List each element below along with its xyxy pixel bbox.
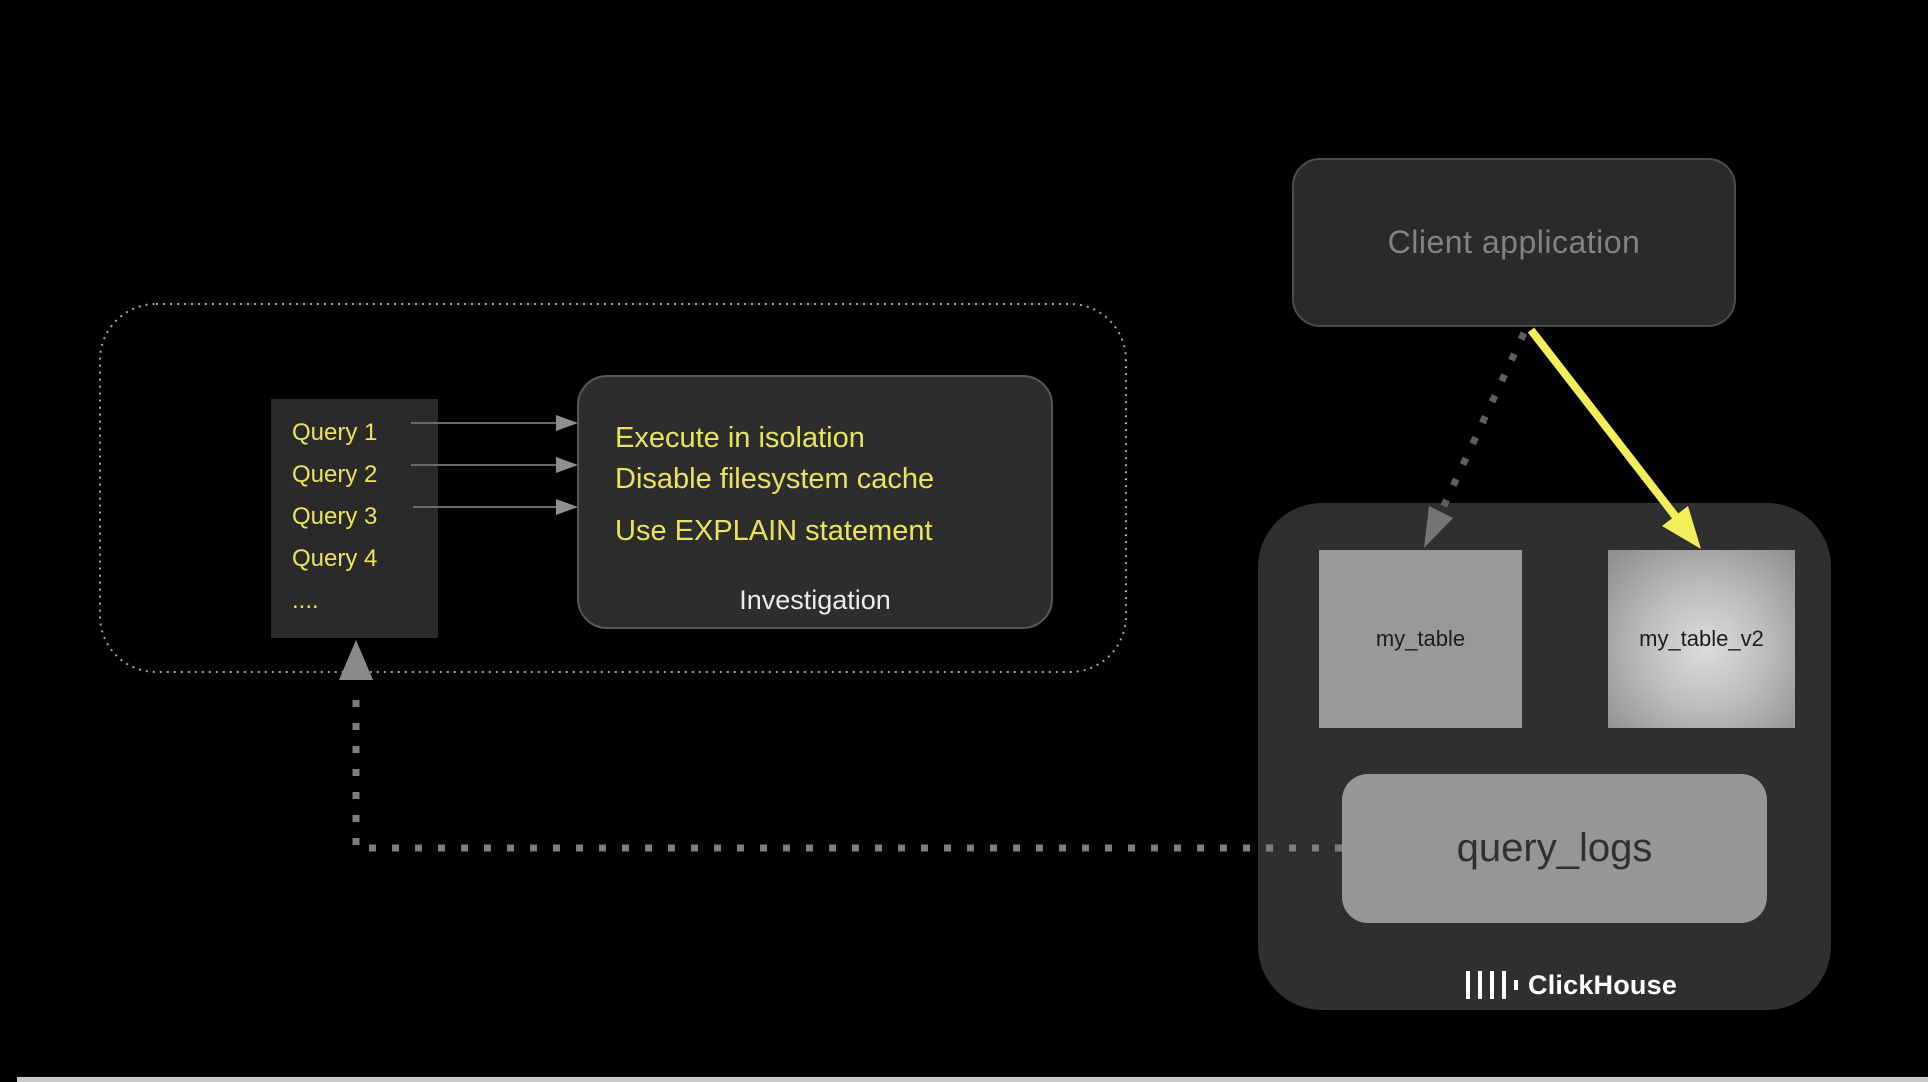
client-application-box: Client application: [1292, 158, 1736, 327]
my-table-v2-box: my_table_v2: [1608, 550, 1795, 728]
investigation-tip-2: Disable filesystem cache: [615, 463, 935, 495]
clickhouse-brand-label: ClickHouse: [1528, 969, 1678, 1000]
query-logs-label: query_logs: [1456, 826, 1653, 870]
investigation-box: Execute in isolation Disable filesystem …: [577, 375, 1053, 629]
query-item-4: Query 4: [292, 545, 378, 572]
my-table-box: my_table: [1319, 550, 1522, 728]
query-item-3: Query 3: [292, 503, 378, 530]
query-item-2: Query 2: [292, 461, 378, 488]
clickhouse-logo: ClickHouse: [1466, 965, 1677, 1005]
my-table-v2-label: my_table_v2: [1639, 626, 1764, 651]
my-table-label: my_table: [1375, 626, 1466, 651]
investigation-tip-3: Use EXPLAIN statement: [615, 515, 933, 547]
query-item-1: Query 1: [292, 419, 378, 446]
client-application-label: Client application: [1387, 224, 1641, 260]
clickhouse-logo-icon: [1466, 971, 1518, 999]
query-logs-to-queries-dotted-arrow: [339, 640, 1342, 852]
clickhouse-server-box: my_table my_table_v2 query_logs ClickHou…: [1258, 503, 1831, 1010]
query-logs-box: query_logs: [1342, 774, 1767, 923]
investigation-tip-1: Execute in isolation: [615, 422, 865, 454]
investigation-label: Investigation: [739, 585, 891, 615]
query-list-box: Query 1 Query 2 Query 3 Query 4 ....: [271, 399, 438, 638]
query-item-more: ....: [292, 587, 319, 614]
slide-bottom-edge: [17, 1077, 1928, 1082]
